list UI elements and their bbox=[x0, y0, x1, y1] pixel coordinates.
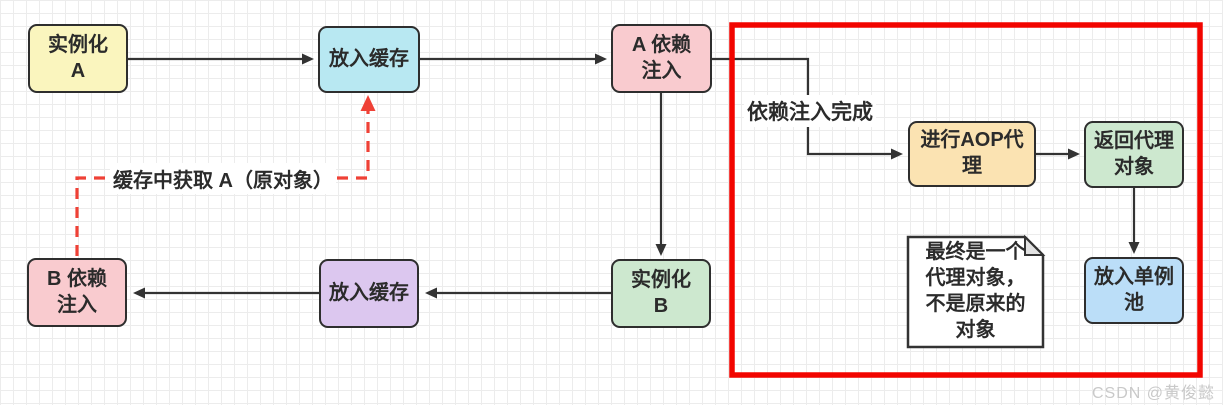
red-dashed-connector bbox=[75, 108, 370, 256]
note-text: 最终是一个 代理对象， 不是原来的 对象 bbox=[925, 241, 1026, 341]
node-a-dependency-injection: A 依赖 注入 bbox=[611, 24, 712, 93]
node-instantiate-b: 实例化 B bbox=[611, 259, 711, 328]
node-return-proxy-object: 返回代理 对象 bbox=[1084, 121, 1184, 188]
arrowheads bbox=[133, 53, 1140, 299]
note-shape bbox=[906, 234, 1046, 349]
red-dashed-arrowhead bbox=[360, 95, 376, 111]
label-dependency-injection-complete: 依赖注入完成 bbox=[744, 95, 876, 127]
label-cache-fetch-original-object: 缓存中获取 A（原对象） bbox=[110, 163, 336, 194]
node-put-into-singleton-pool: 放入单例 池 bbox=[1084, 257, 1184, 324]
node-put-into-cache-a: 放入缓存 bbox=[318, 26, 420, 93]
node-put-into-cache-b: 放入缓存 bbox=[319, 259, 419, 328]
watermark: CSDN @黄俊懿 bbox=[1091, 385, 1215, 402]
red-highlight-rect bbox=[729, 22, 1203, 378]
node-do-aop-proxy: 进行AOP代 理 bbox=[908, 121, 1036, 187]
node-instantiate-a: 实例化 A bbox=[28, 24, 128, 93]
node-b-dependency-injection: B 依赖 注入 bbox=[27, 258, 127, 327]
